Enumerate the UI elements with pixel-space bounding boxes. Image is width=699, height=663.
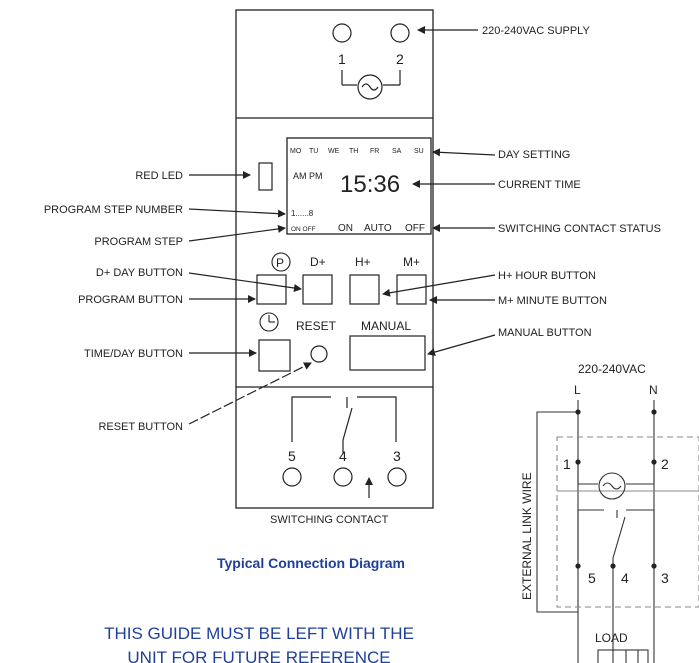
callout-program-button: PROGRAM BUTTON <box>78 294 183 306</box>
program-button[interactable] <box>256 274 287 305</box>
callout-switching-contact-status: SWITCHING CONTACT STATUS <box>498 223 661 235</box>
connection-N-label: N <box>649 383 658 397</box>
red-led <box>258 162 273 191</box>
supply-label: 220-240VAC SUPPLY <box>482 25 590 37</box>
manual-label: MANUAL <box>361 319 411 333</box>
connection-supply-label: 220-240VAC <box>578 362 646 376</box>
load-label: LOAD <box>595 631 628 645</box>
relay-contact <box>282 396 407 487</box>
supply-terminals <box>332 23 410 100</box>
lcd-status-auto: AUTO <box>364 223 392 234</box>
lcd-day-su: SU <box>414 148 424 155</box>
manual-button[interactable] <box>349 335 426 371</box>
callout-d-day-button: D+ DAY BUTTON <box>96 267 183 279</box>
terminal-2-label: 2 <box>396 51 404 67</box>
terminal-4-label: 4 <box>339 448 347 464</box>
terminal-2-screw <box>390 23 410 43</box>
d-plus-button[interactable] <box>302 274 333 305</box>
lcd-ampm: AM PM <box>293 171 323 181</box>
device-body <box>235 9 434 509</box>
terminal-3-screw <box>387 467 407 487</box>
external-link-label: EXTERNAL LINK WIRE <box>520 472 534 600</box>
connection-t3: 3 <box>661 570 669 586</box>
connection-t4: 4 <box>621 570 629 586</box>
guide-note-line2: UNIT FOR FUTURE REFERENCE <box>127 648 390 663</box>
switching-contact-label: SWITCHING CONTACT <box>270 514 389 526</box>
terminal-5-screw <box>282 467 302 487</box>
reset-label: RESET <box>296 319 337 333</box>
guide-note-line1: THIS GUIDE MUST BE LEFT WITH THE <box>104 624 414 643</box>
connection-L-label: L <box>574 383 581 397</box>
callout-day-setting: DAY SETTING <box>498 149 570 161</box>
terminal-1-label: 1 <box>338 51 346 67</box>
connection-dots <box>575 409 657 569</box>
timer-device <box>235 9 434 509</box>
callout-manual-button: MANUAL BUTTON <box>498 327 592 339</box>
reset-button[interactable] <box>310 345 328 363</box>
lcd-day-tu: TU <box>309 148 318 155</box>
connection-title: Typical Connection Diagram <box>217 555 405 571</box>
lcd-step-range: 1......8 <box>291 209 314 218</box>
lcd-day-th: TH <box>349 148 358 155</box>
connection-t2: 2 <box>661 456 669 472</box>
program-symbol: P <box>271 252 291 272</box>
terminal-5-label: 5 <box>288 448 296 464</box>
svg-text:P: P <box>276 256 284 270</box>
lcd-day-fr: FR <box>370 148 379 155</box>
h-plus-label: H+ <box>355 255 371 269</box>
callout-red-led: RED LED <box>135 170 183 182</box>
lcd-on-off-small: ON OFF <box>291 226 316 233</box>
connection-t5: 5 <box>588 570 596 586</box>
callout-time-day-button: TIME/DAY BUTTON <box>84 348 183 360</box>
callout-h-hour-button: H+ HOUR BUTTON <box>498 270 596 282</box>
lcd-status-on: ON <box>338 223 353 234</box>
ac-source-symbol <box>357 74 383 100</box>
connection-t1: 1 <box>563 456 571 472</box>
terminal-4-screw <box>333 467 353 487</box>
lcd-time: 15:36 <box>340 171 400 198</box>
callout-current-time: CURRENT TIME <box>498 179 581 191</box>
callout-program-step: PROGRAM STEP <box>94 236 183 248</box>
lcd-day-sa: SA <box>392 148 402 155</box>
clock-icon <box>259 312 279 332</box>
h-plus-button[interactable] <box>349 274 380 305</box>
lcd-day-we: WE <box>328 148 340 155</box>
lcd-days: MO TU WE TH FR SA SU <box>290 148 424 155</box>
callout-program-step-number: PROGRAM STEP NUMBER <box>44 204 183 216</box>
terminal-1-screw <box>332 23 352 43</box>
m-plus-label: M+ <box>403 255 420 269</box>
connection-wiring <box>536 400 699 663</box>
lcd-status-off: OFF <box>405 223 425 234</box>
time-day-button[interactable] <box>258 339 291 372</box>
lcd-day-mo: MO <box>290 148 302 155</box>
callout-m-minute-button: M+ MINUTE BUTTON <box>498 295 607 307</box>
terminal-3-label: 3 <box>393 448 401 464</box>
d-plus-label: D+ <box>310 255 326 269</box>
lcd-display <box>286 137 432 235</box>
callout-reset-button: RESET BUTTON <box>98 421 183 433</box>
